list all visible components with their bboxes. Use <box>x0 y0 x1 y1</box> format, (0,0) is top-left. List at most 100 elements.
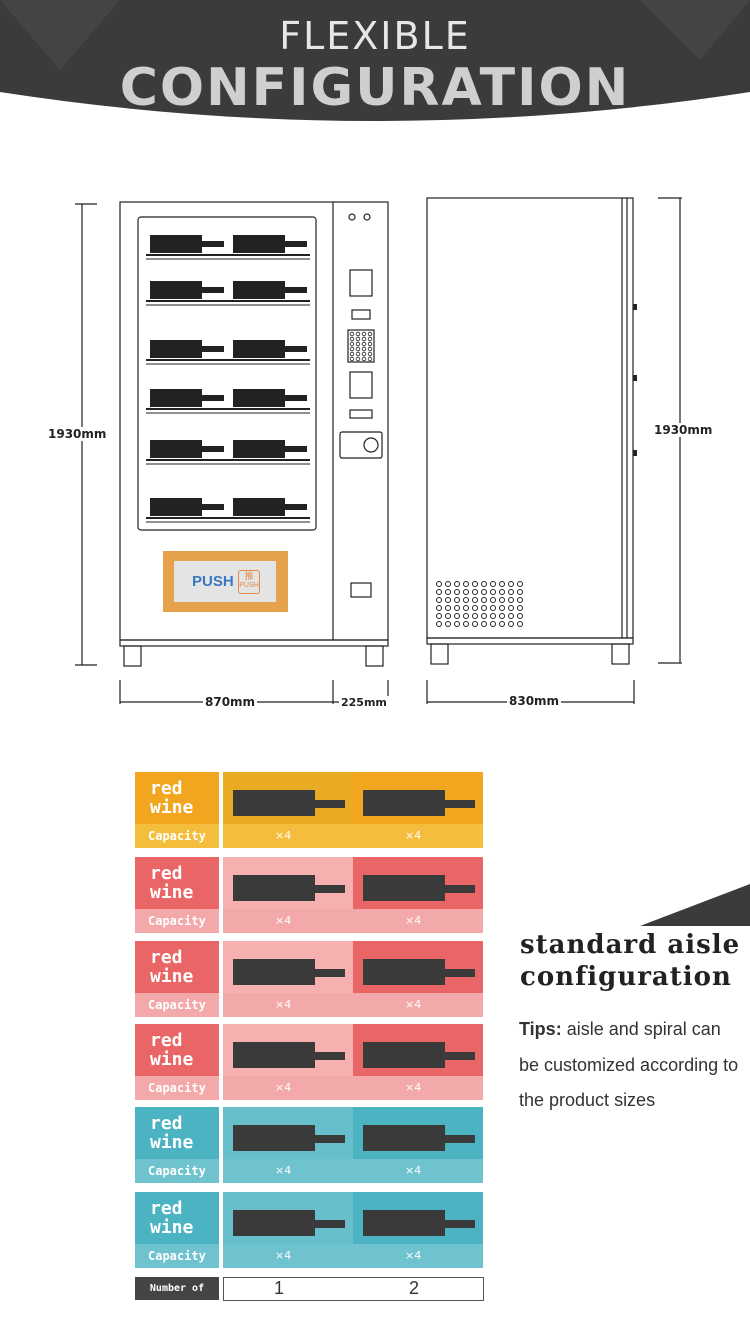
header-banner: FLEXIBLE CONFIGURATION <box>0 0 750 140</box>
slot-count: ×4 <box>405 998 422 1011</box>
row-capacity-label: Capacity <box>148 998 206 1012</box>
slot-product-icon <box>363 875 445 901</box>
slot-product-neck <box>315 1052 345 1060</box>
slot-product-icon <box>233 1210 315 1236</box>
row-label-block <box>135 941 219 993</box>
slot-product-neck <box>315 1135 345 1143</box>
row-title-line2: wine <box>150 1049 194 1070</box>
slot-product-icon <box>233 875 315 901</box>
slot-count: ×4 <box>405 829 422 842</box>
row-label-block <box>135 857 219 909</box>
slot-product-icon <box>233 790 315 816</box>
row-capacity-label: Capacity <box>148 914 206 928</box>
slot-product-icon <box>233 1125 315 1151</box>
tray-count-label: Number of tray <box>135 1277 219 1317</box>
dim-height-front: 1930mm <box>46 427 109 441</box>
slot-capacity-block <box>353 1244 483 1268</box>
row-capacity-block <box>135 1076 219 1100</box>
row-capacity-block <box>135 824 219 848</box>
slot-product-neck <box>445 1220 475 1228</box>
row-capacity-label: Capacity <box>148 1081 206 1095</box>
slot-capacity-block <box>353 1076 483 1100</box>
header-title-line2: CONFIGURATION <box>119 58 631 118</box>
glass-door <box>137 216 317 531</box>
slot-count: ×4 <box>275 914 292 927</box>
slot-product-neck <box>315 800 345 808</box>
slot-count: ×4 <box>275 1249 292 1262</box>
slot-count: ×4 <box>275 1164 292 1177</box>
slot-capacity-block <box>353 993 483 1017</box>
tips-body: aisle and spiral can be customized accor… <box>519 1019 739 1110</box>
row-title-line1: red <box>150 947 183 968</box>
row-title-line1: red <box>150 1030 183 1051</box>
row-label-block <box>135 1107 219 1159</box>
slot-product-neck <box>445 969 475 977</box>
row-label-block <box>135 1024 219 1076</box>
row-capacity-block <box>135 1244 219 1268</box>
dim-width-panel: 225mm <box>339 696 389 709</box>
slot-product-icon <box>363 1042 445 1068</box>
slot-product-icon <box>363 1125 445 1151</box>
slot-capacity-block <box>353 824 483 848</box>
side-title-line2: configuration <box>520 962 732 992</box>
row-capacity-block <box>135 993 219 1017</box>
slot-count: ×4 <box>405 1164 422 1177</box>
slot-capacity-block <box>223 824 353 848</box>
machine-drawings <box>75 197 682 704</box>
row-capacity-label: Capacity <box>148 829 206 843</box>
side-cabinet <box>426 197 634 639</box>
slot-capacity-block <box>223 1244 353 1268</box>
dim-height-side: 1930mm <box>652 423 715 437</box>
row-title-line2: wine <box>150 1132 194 1153</box>
slot-product-neck <box>445 1135 475 1143</box>
tray-number-1: 1 <box>274 1278 285 1298</box>
slot-count: ×4 <box>275 1081 292 1094</box>
slot-product-icon <box>233 959 315 985</box>
push-badge-bottom: PUSH <box>239 582 259 589</box>
slot-product-neck <box>315 885 345 893</box>
slot-count: ×4 <box>405 1249 422 1262</box>
row-title-line2: wine <box>150 797 194 818</box>
slot-product-icon <box>363 959 445 985</box>
dim-width-front: 870mm <box>203 695 258 709</box>
slot-capacity-block <box>353 1159 483 1183</box>
row-title-line2: wine <box>150 882 194 903</box>
push-label: PUSH <box>192 573 234 590</box>
row-label-block <box>135 1192 219 1244</box>
push-badge-icon: 推 PUSH <box>238 570 260 594</box>
row-capacity-label: Capacity <box>148 1164 206 1178</box>
slot-product-neck <box>445 1052 475 1060</box>
side-accent-shape <box>640 884 750 926</box>
header-title-line1: FLEXIBLE <box>279 14 471 58</box>
row-title-line1: red <box>150 1113 183 1134</box>
foot-right <box>365 645 384 667</box>
slot-count: ×4 <box>275 998 292 1011</box>
slot-product-neck <box>315 969 345 977</box>
row-capacity-block <box>135 1159 219 1183</box>
tray-number-box <box>223 1277 484 1301</box>
dim-depth-side: 830mm <box>507 694 562 708</box>
slot-product-neck <box>315 1220 345 1228</box>
side-title-line1: standard aisle <box>520 930 741 960</box>
row-capacity-block <box>135 909 219 933</box>
slot-capacity-block <box>223 909 353 933</box>
slot-product-neck <box>445 800 475 808</box>
slot-product-icon <box>363 790 445 816</box>
row-capacity-label: Capacity <box>148 1249 206 1263</box>
slot-product-neck <box>445 885 475 893</box>
push-badge-top: 推 <box>244 571 254 581</box>
slot-capacity-block <box>353 909 483 933</box>
row-label-block <box>135 772 219 824</box>
row-title-line2: wine <box>150 966 194 987</box>
tips-label: Tips <box>519 1019 556 1039</box>
tray-number-2: 2 <box>409 1278 420 1298</box>
slot-count: ×4 <box>405 1081 422 1094</box>
header-background <box>0 0 750 121</box>
slot-product-icon <box>233 1042 315 1068</box>
row-title-line2: wine <box>150 1217 194 1238</box>
row-title-line1: red <box>150 778 183 799</box>
slot-product-icon <box>363 1210 445 1236</box>
slot-count: ×4 <box>275 829 292 842</box>
row-title-line1: red <box>150 1198 183 1219</box>
foot-left <box>123 645 142 667</box>
